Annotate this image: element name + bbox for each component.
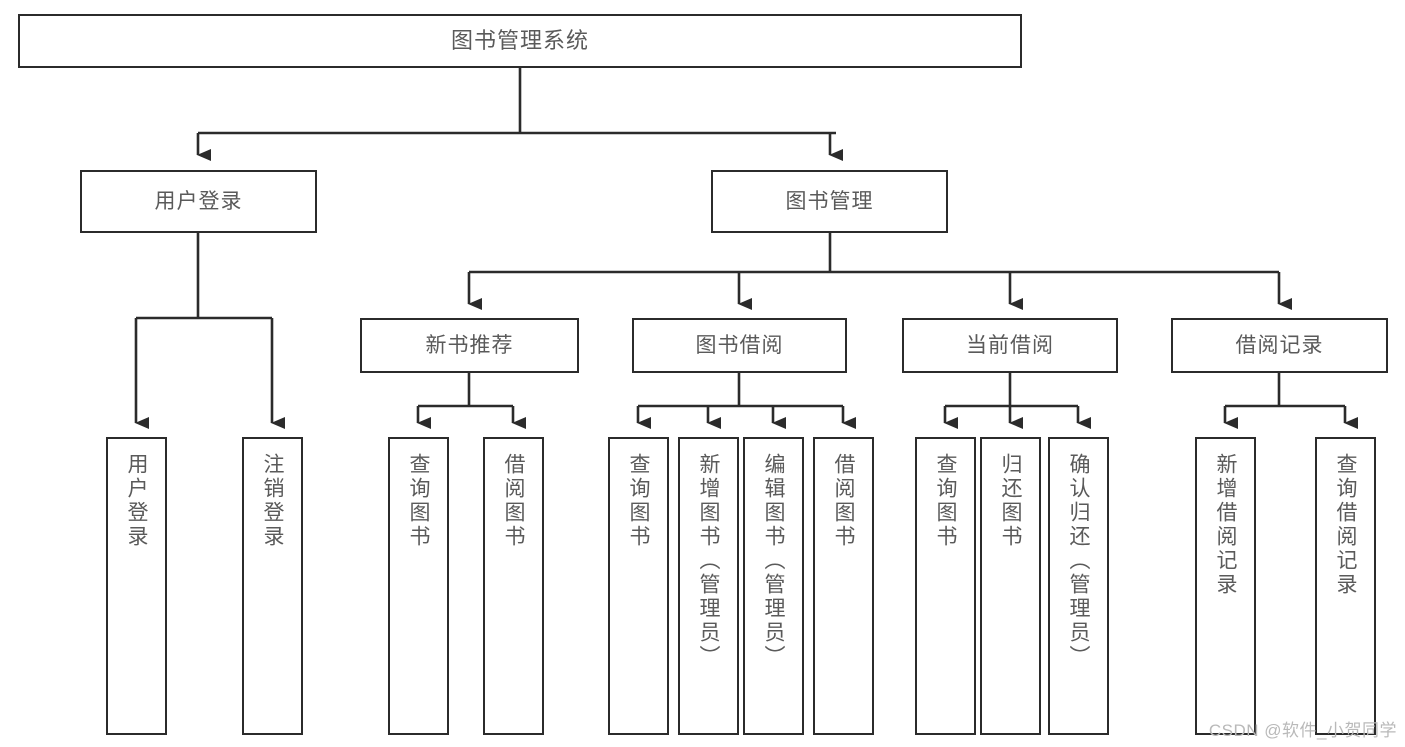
- node-label: 用户登录: [154, 189, 243, 213]
- node-label: 新书推荐: [425, 333, 514, 357]
- node-label: 查询图书: [627, 453, 650, 549]
- node-new-book-recommend[interactable]: 新书推荐: [360, 318, 579, 373]
- node-label: 编辑图书（管理员）: [762, 453, 785, 669]
- node-book-management[interactable]: 图书管理: [711, 170, 948, 233]
- node-label: 新增图书（管理员）: [697, 453, 720, 669]
- node-label: 新增借阅记录: [1214, 453, 1237, 597]
- node-label: 图书借阅: [695, 333, 784, 357]
- node-label: 图书管理系统: [450, 27, 589, 53]
- leaf-current-return-book[interactable]: 归还图书: [980, 437, 1041, 735]
- node-borrow-record[interactable]: 借阅记录: [1171, 318, 1388, 373]
- leaf-current-confirm-return[interactable]: 确认归还（管理员）: [1048, 437, 1109, 735]
- leaf-record-query-record[interactable]: 查询借阅记录: [1315, 437, 1376, 735]
- leaf-borrow-add-book[interactable]: 新增图书（管理员）: [678, 437, 739, 735]
- leaf-user-logout[interactable]: 注销登录: [242, 437, 303, 735]
- node-label: 图书管理: [785, 189, 874, 213]
- node-current-borrow[interactable]: 当前借阅: [902, 318, 1118, 373]
- node-label: 查询图书: [934, 453, 957, 549]
- node-label: 借阅图书: [502, 453, 525, 549]
- leaf-borrow-borrow-book[interactable]: 借阅图书: [813, 437, 874, 735]
- node-root-system[interactable]: 图书管理系统: [18, 14, 1022, 68]
- leaf-record-add-record[interactable]: 新增借阅记录: [1195, 437, 1256, 735]
- leaf-current-query-book[interactable]: 查询图书: [915, 437, 976, 735]
- node-label: 查询图书: [407, 453, 430, 549]
- node-label: 注销登录: [261, 453, 284, 549]
- node-label: 查询借阅记录: [1334, 453, 1357, 597]
- node-label: 归还图书: [999, 453, 1022, 549]
- leaf-borrow-query-book[interactable]: 查询图书: [608, 437, 669, 735]
- watermark: CSDN @软件_小贺同学: [1208, 721, 1397, 740]
- node-label: 确认归还（管理员）: [1067, 453, 1090, 669]
- node-label: 借阅记录: [1235, 333, 1324, 357]
- node-label: 当前借阅: [966, 333, 1054, 357]
- leaf-user-login[interactable]: 用户登录: [106, 437, 167, 735]
- node-book-borrow[interactable]: 图书借阅: [632, 318, 847, 373]
- node-label: 用户登录: [125, 453, 148, 549]
- node-label: 借阅图书: [832, 453, 855, 549]
- leaf-recommend-borrow-book[interactable]: 借阅图书: [483, 437, 544, 735]
- leaf-borrow-edit-book[interactable]: 编辑图书（管理员）: [743, 437, 804, 735]
- leaf-recommend-query-book[interactable]: 查询图书: [388, 437, 449, 735]
- node-user-login[interactable]: 用户登录: [80, 170, 317, 233]
